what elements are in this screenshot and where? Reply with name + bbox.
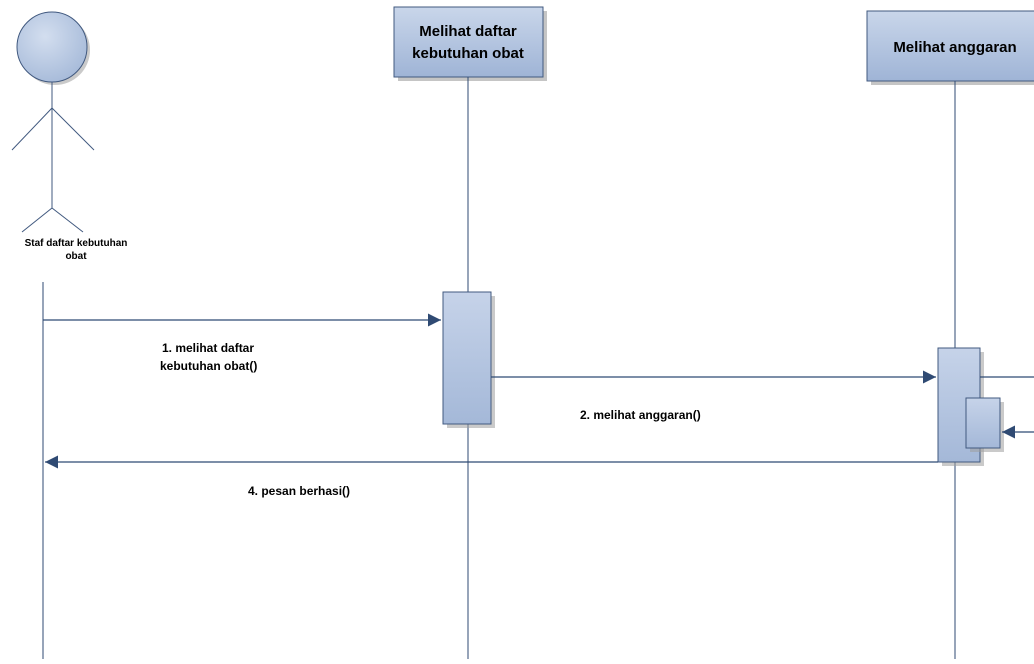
actor-staf: Staf daftar kebutuhan obat [11,11,128,262]
message-1-label-line-1: 1. melihat daftar [162,341,254,355]
lifeline-daftar-title-line-2: kebutuhan obat [412,45,524,62]
message-1-label-line-2: kebutuhan obat() [160,359,257,373]
activation-anggaran-self [965,397,1001,449]
lifeline-daftar-box[interactable] [393,6,544,78]
actor-leg-left [21,207,53,233]
lifeline-daftar: Melihat daftar kebutuhan obat [393,6,547,659]
activation-daftar [442,291,492,425]
lifeline-anggaran-title: Melihat anggaran [893,39,1016,56]
actor-name-line-2: obat [65,251,87,262]
message-4-label: 4. pesan berhasi() [248,484,350,498]
lifeline-anggaran: Melihat anggaran [866,10,1034,659]
message-2-label: 2. melihat anggaran() [580,408,701,422]
actor-arm-left [11,107,53,151]
actor-head [16,11,88,83]
lifeline-daftar-title-line-1: Melihat daftar [419,23,517,40]
actor-arm-right [51,107,95,151]
actor-name-line-1: Staf daftar kebutuhan [25,238,128,249]
actor-leg-right [51,207,84,233]
lifeline-anggaran-box[interactable] [866,10,1034,82]
